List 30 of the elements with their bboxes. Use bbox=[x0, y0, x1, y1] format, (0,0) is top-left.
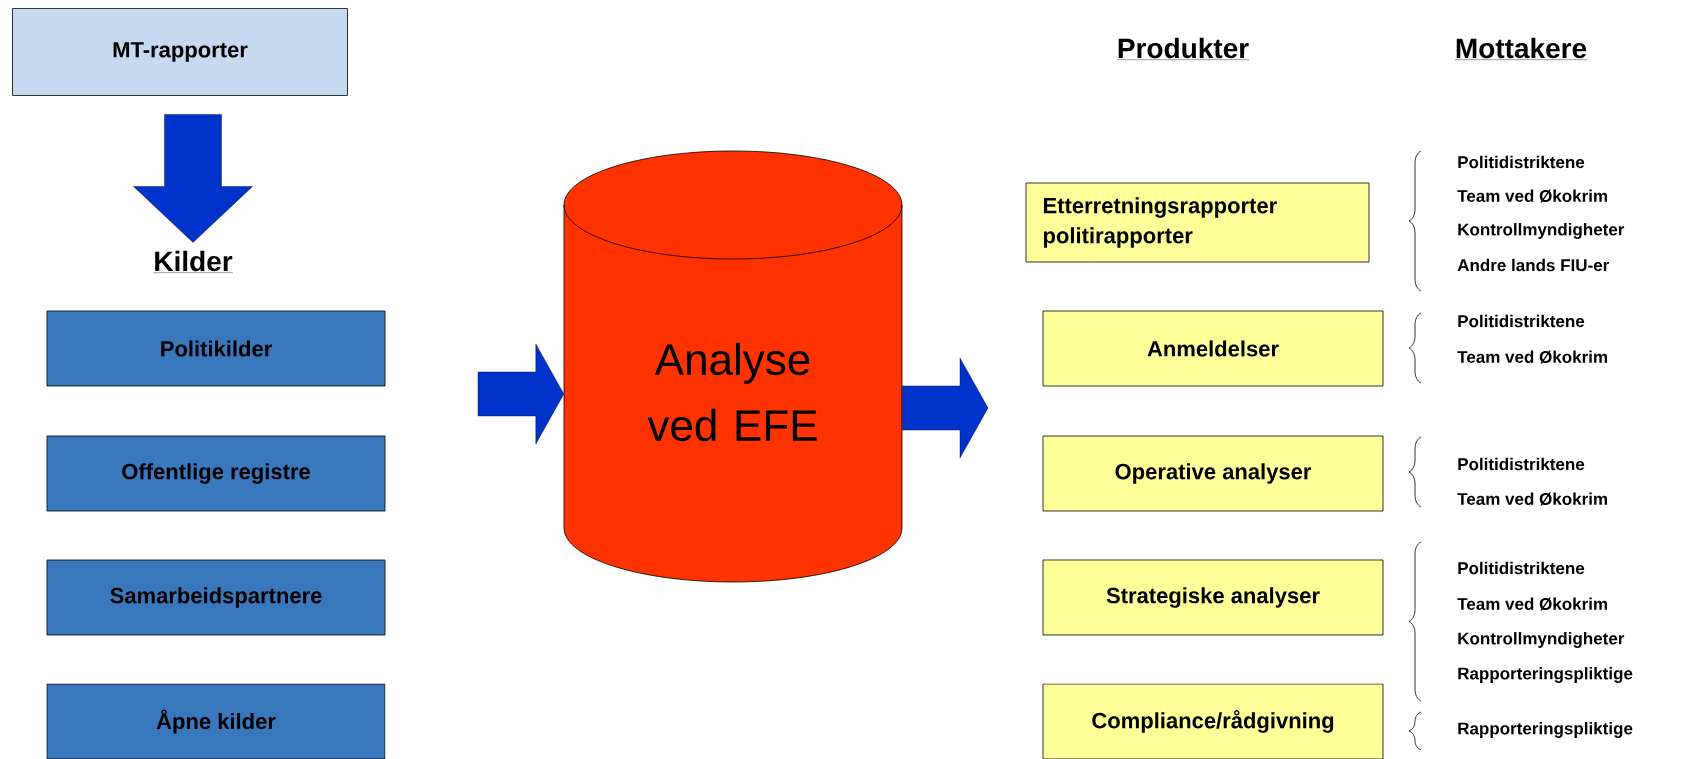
recipient-name: Politidistriktene bbox=[1458, 561, 1585, 575]
recipient-name: Team ved Økokrim bbox=[1457, 597, 1607, 611]
source-box: Politikilder bbox=[46, 310, 386, 387]
recipient-name: Politidistriktene bbox=[1458, 155, 1585, 169]
product-box: Etterretningsrapporter politirapporter bbox=[1025, 182, 1370, 263]
database-cylinder: Analyse ved EFE bbox=[563, 150, 903, 583]
recipient-name: Team ved Økokrim bbox=[1457, 492, 1607, 506]
header-box: MT-rapporter bbox=[12, 8, 348, 96]
block-arrow bbox=[902, 357, 989, 459]
source-box: Åpne kilder bbox=[46, 683, 386, 759]
recipient-name: Kontrollmyndigheter bbox=[1458, 632, 1625, 648]
recipient-name: Politidistriktene bbox=[1458, 457, 1585, 471]
recipient-name: Rapporteringspliktige bbox=[1458, 722, 1633, 738]
recipient-name: Team ved Økokrim bbox=[1457, 350, 1607, 364]
product-box: Operative analyser bbox=[1042, 435, 1384, 512]
source-box: Samarbeidspartnere bbox=[46, 559, 386, 636]
recipient-name: Rapporteringspliktige bbox=[1458, 667, 1633, 683]
recipient-name: Team ved Økokrim bbox=[1457, 189, 1607, 203]
column-heading: Mottakere bbox=[1454, 37, 1588, 60]
product-box: Compliance/rådgivning bbox=[1042, 683, 1384, 759]
recipient-name: Andre lands FIU-er bbox=[1457, 258, 1609, 272]
source-box: Offentlige registre bbox=[46, 435, 386, 512]
block-arrow bbox=[133, 114, 253, 243]
section-heading: Kilder bbox=[153, 250, 233, 273]
recipient-name: Politidistriktene bbox=[1458, 314, 1585, 328]
product-box: Strategiske analyser bbox=[1042, 559, 1384, 636]
product-box: Anmeldelser bbox=[1042, 310, 1384, 387]
block-arrow bbox=[477, 343, 564, 445]
column-heading: Produkter bbox=[1116, 37, 1250, 60]
recipient-name: Kontrollmyndigheter bbox=[1458, 223, 1625, 239]
